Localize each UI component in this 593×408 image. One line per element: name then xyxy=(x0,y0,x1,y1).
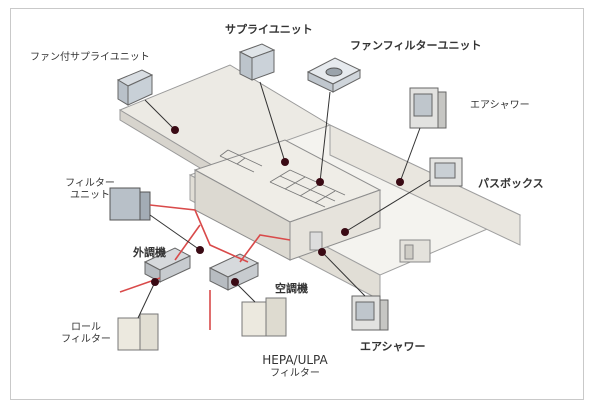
label-hepa-ulpa: HEPA/ULPA フィルター xyxy=(250,353,340,379)
duct-lines xyxy=(119,204,291,330)
roll-filter-icon xyxy=(117,313,159,351)
label-fan-filter-unit: ファンフィルターユニット xyxy=(350,39,482,52)
label-hepa-ulpa-line2: フィルター xyxy=(270,367,320,379)
label-roll-filter-line2: フィルター xyxy=(61,333,111,345)
filter-unit-icon xyxy=(109,187,151,221)
label-hepa-ulpa-line1: HEPA/ULPA xyxy=(262,353,328,367)
label-filter-unit-line1: フィルター xyxy=(65,178,115,189)
hepa-filter-icon xyxy=(241,297,287,337)
label-roll-filter: ロール フィルター xyxy=(56,322,116,345)
building-structure xyxy=(118,64,522,301)
label-air-shower-top: エアシャワー xyxy=(470,100,530,111)
ceiling-grid xyxy=(219,149,346,208)
leader-lines xyxy=(137,81,431,319)
label-pass-box: パスボックス xyxy=(478,177,544,190)
air-shower-top-icon xyxy=(409,87,447,129)
pass-box-icon xyxy=(429,157,463,187)
fan-supply-unit-icon xyxy=(116,69,154,106)
label-roll-filter-line1: ロール xyxy=(71,322,101,333)
air-shower-bottom-icon xyxy=(351,295,389,331)
label-air-shower-bottom: エアシャワー xyxy=(360,340,426,353)
supply-unit-icon xyxy=(238,43,276,81)
label-air-handler: 空調機 xyxy=(275,282,308,295)
label-filter-unit-line2: ユニット xyxy=(70,189,110,201)
label-supply-unit: サプライユニット xyxy=(225,23,313,36)
label-outside-air-handler: 外調機 xyxy=(133,246,166,259)
fan-filter-unit-icon xyxy=(306,57,362,93)
callout-markers xyxy=(151,126,404,286)
label-filter-unit: フィルター ユニット xyxy=(60,178,120,201)
label-fan-supply-unit: ファン付サプライユニット xyxy=(30,52,150,63)
